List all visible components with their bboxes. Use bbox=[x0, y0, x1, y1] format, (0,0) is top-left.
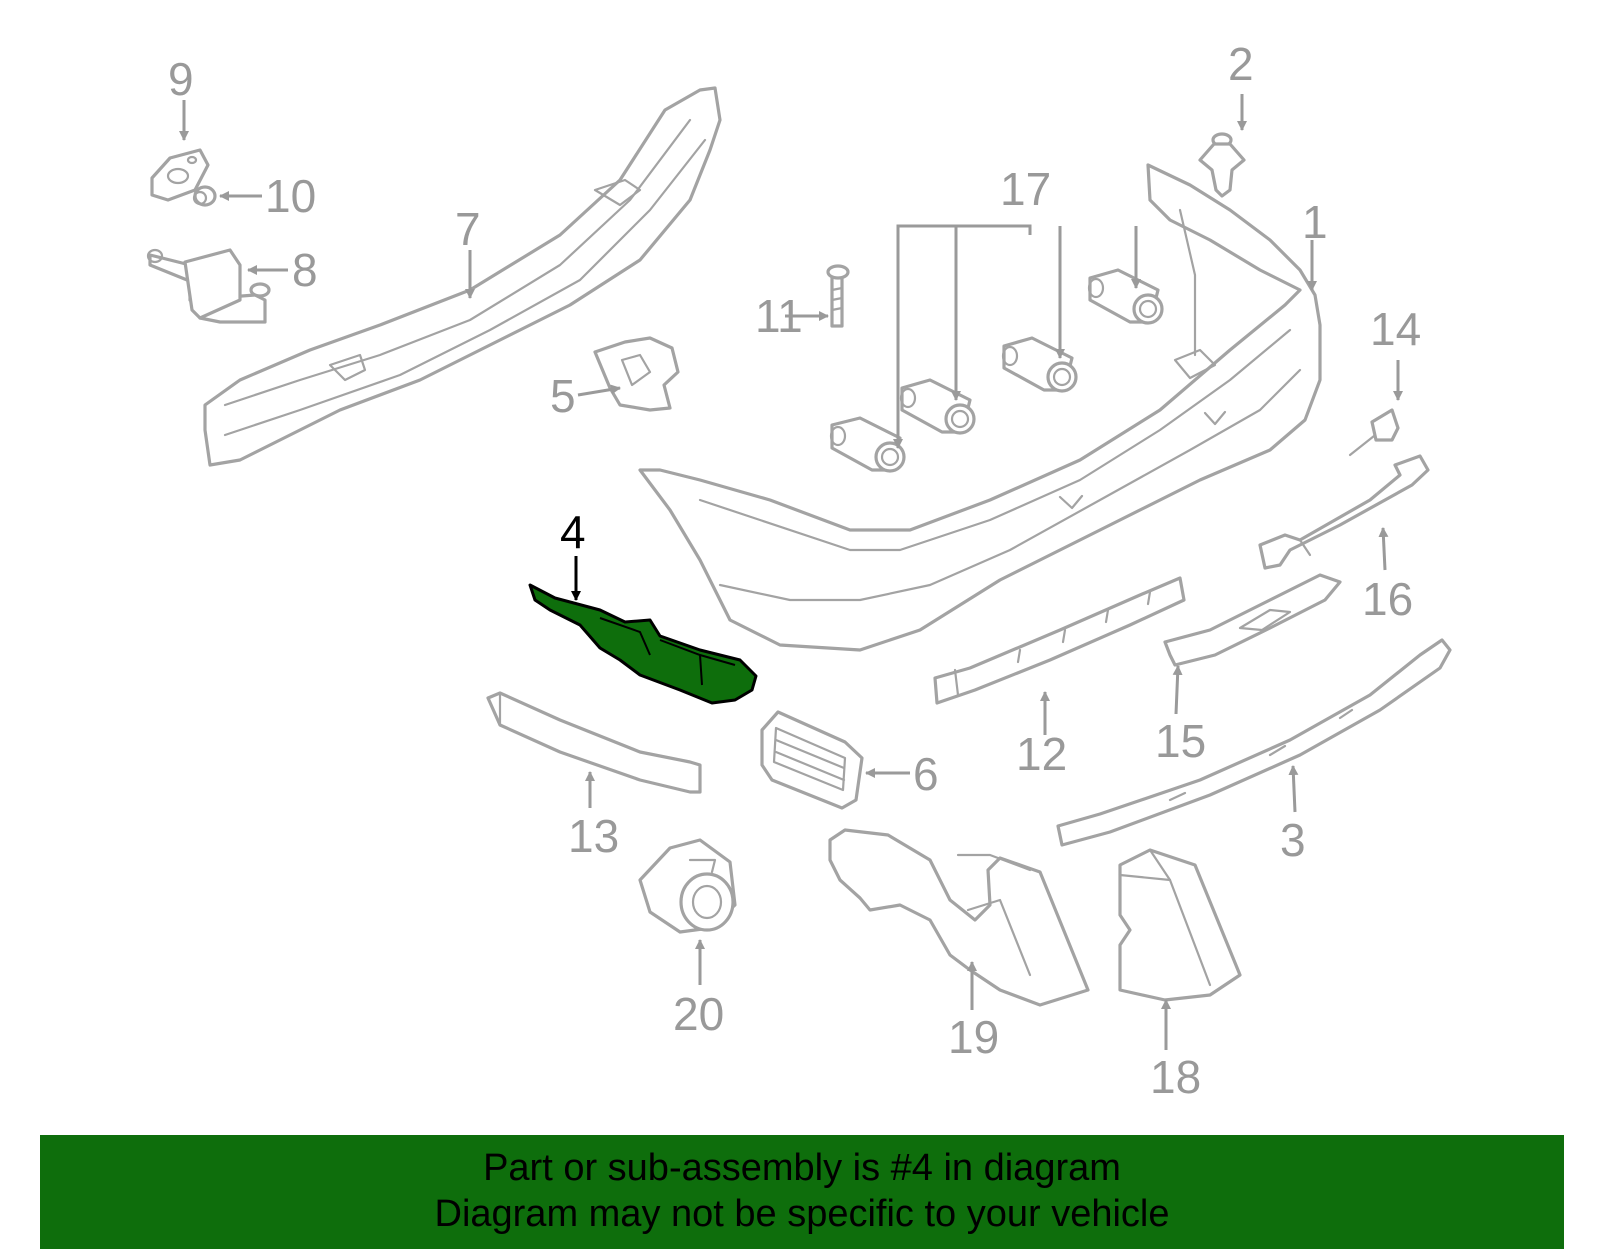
part-14-bracket[interactable] bbox=[1348, 408, 1400, 457]
callout-9: 9 bbox=[168, 53, 194, 105]
callout-5: 5 bbox=[550, 370, 576, 422]
sensor-3 bbox=[1001, 336, 1078, 393]
part-20-sensor-housing[interactable] bbox=[638, 838, 737, 934]
part-2-clip[interactable] bbox=[1198, 132, 1246, 198]
leader-lines bbox=[179, 94, 1403, 1050]
part-10-nut[interactable] bbox=[192, 185, 217, 207]
part-15-guide[interactable] bbox=[1163, 573, 1342, 667]
sensor-1 bbox=[829, 416, 906, 473]
part-5-bracket[interactable] bbox=[593, 336, 680, 412]
part-7-bumper-carrier[interactable] bbox=[203, 86, 722, 467]
callout-15: 15 bbox=[1155, 715, 1206, 767]
callout-labels: 9 10 8 7 5 11 17 2 1 14 16 15 12 3 6 13 … bbox=[168, 38, 1421, 1103]
callout-11: 11 bbox=[755, 290, 803, 342]
banner-line-disclaimer: Diagram may not be specific to your vehi… bbox=[434, 1193, 1170, 1235]
callout-17: 17 bbox=[1000, 163, 1051, 215]
callout-8: 8 bbox=[292, 244, 318, 296]
callout-4: 4 bbox=[560, 506, 586, 558]
sensor-2 bbox=[899, 378, 976, 435]
part-18-control-module[interactable] bbox=[1118, 848, 1242, 1002]
info-banner: Part or sub-assembly is #4 in diagram Di… bbox=[40, 1135, 1564, 1249]
part-11-bolt[interactable] bbox=[826, 264, 850, 328]
part-12-energy-absorber[interactable] bbox=[933, 576, 1186, 705]
sensor-4 bbox=[1087, 268, 1164, 325]
callout-13: 13 bbox=[568, 810, 619, 862]
callout-20: 20 bbox=[673, 988, 724, 1040]
part-6-grille[interactable] bbox=[760, 710, 864, 810]
part-8-tow-bracket[interactable] bbox=[146, 248, 271, 324]
callout-10: 10 bbox=[265, 170, 316, 222]
callout-7: 7 bbox=[455, 203, 481, 255]
callout-19: 19 bbox=[948, 1011, 999, 1063]
banner-line-part: Part or sub-assembly is #4 in diagram bbox=[483, 1147, 1121, 1189]
callout-2: 2 bbox=[1228, 38, 1254, 90]
callout-6: 6 bbox=[913, 748, 939, 800]
part-17-park-sensors[interactable] bbox=[829, 268, 1164, 473]
part-4-highlighted-bracket[interactable] bbox=[528, 583, 758, 705]
callout-18: 18 bbox=[1150, 1051, 1201, 1103]
callout-3: 3 bbox=[1280, 814, 1306, 866]
part-9-mount-plate[interactable] bbox=[150, 148, 210, 202]
part-13-reflector-trim[interactable] bbox=[486, 691, 702, 794]
callout-14: 14 bbox=[1370, 303, 1421, 355]
part-1-bumper-cover[interactable] bbox=[638, 163, 1322, 652]
part-16-guide[interactable] bbox=[1258, 454, 1430, 570]
callout-12: 12 bbox=[1016, 728, 1067, 780]
part-3-trim-strip[interactable] bbox=[1056, 638, 1452, 847]
part-19-bracket-set[interactable] bbox=[828, 828, 1090, 1007]
callout-16: 16 bbox=[1362, 573, 1413, 625]
callout-1: 1 bbox=[1302, 196, 1328, 248]
